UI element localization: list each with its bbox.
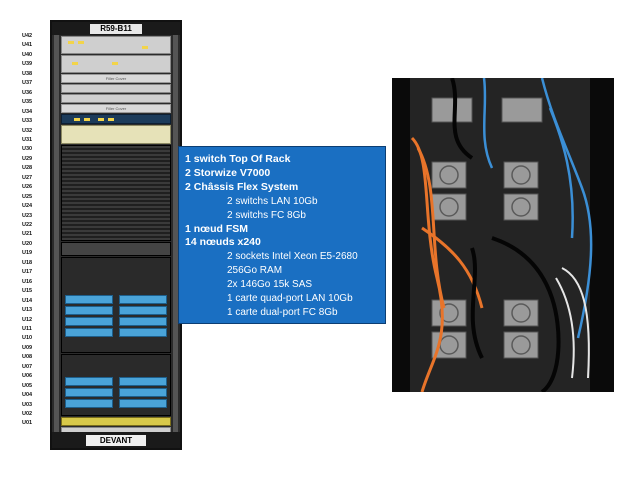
unit-label: U13	[22, 307, 33, 314]
unit-label: U31	[22, 136, 33, 143]
unit-label: U17	[22, 269, 33, 276]
spec-line: 2 Châssis Flex System	[185, 180, 299, 193]
filler-cover-1: Filler Cover	[61, 74, 171, 83]
flex-chassis-1-nodes	[61, 257, 171, 353]
unit-label: U12	[22, 316, 33, 323]
unit-label: U28	[22, 165, 33, 172]
unit-label: U09	[22, 344, 33, 351]
unit-label: U21	[22, 231, 33, 238]
spec-line: 2 switchs FC 8Gb	[227, 209, 306, 221]
filler-label-1: Filler Cover	[105, 76, 127, 81]
spec-line: 256Go RAM	[227, 265, 283, 277]
rack-bay: Filler Cover Filler Cover	[61, 36, 171, 434]
rack-switch-top	[61, 36, 171, 54]
unit-label: U18	[22, 259, 33, 266]
spec-line: 2 Storwize V7000	[185, 166, 271, 179]
unit-label: U22	[22, 222, 33, 228]
unit-label: U05	[22, 382, 33, 389]
unit-label: U38	[22, 70, 33, 77]
unit-label: U11	[22, 325, 32, 332]
spec-line: 2 sockets Intel Xeon E5-2680	[227, 251, 358, 263]
spec-line: 14 nœuds x240	[185, 236, 261, 249]
unit-label: U03	[22, 401, 33, 408]
unit-label: U30	[22, 146, 33, 153]
rack-bottom-bar: DEVANT	[52, 432, 180, 448]
unit-label: U27	[22, 174, 33, 181]
rack-device-u36	[61, 94, 171, 103]
unit-label: U10	[22, 335, 33, 342]
spec-line: 2 switchs LAN 10Gb	[227, 195, 318, 207]
spec-line: 1 nœud FSM	[185, 222, 248, 235]
unit-label: U19	[22, 250, 33, 257]
unit-label: U06	[22, 373, 33, 380]
unit-label: U07	[22, 363, 33, 370]
unit-label: U16	[22, 278, 33, 285]
unit-label: U08	[22, 354, 33, 361]
unit-label: U29	[22, 155, 33, 162]
unit-label: U20	[22, 240, 33, 247]
unit-label: U40	[22, 51, 33, 58]
storwize-v7000	[61, 125, 171, 144]
unit-label: U39	[22, 61, 33, 68]
fsm-node	[61, 242, 171, 256]
unit-label: U34	[22, 108, 33, 115]
rack-cabling-photo	[392, 78, 614, 392]
unit-label: U26	[22, 184, 33, 191]
flex-chassis-1-top	[61, 145, 171, 241]
unit-label: U35	[22, 99, 33, 106]
unit-label: U23	[22, 212, 33, 219]
unit-label: U02	[22, 411, 33, 417]
spec-line: 1 carte dual-port FC 8Gb	[227, 306, 338, 318]
spec-line: 1 carte quad-port LAN 10Gb	[227, 293, 353, 305]
rack-rail-left	[54, 35, 59, 432]
unit-label: U33	[22, 118, 33, 125]
unit-label: U04	[22, 392, 33, 399]
unit-label: U36	[22, 89, 33, 96]
rack-switch-second	[61, 55, 171, 73]
unit-label: U25	[22, 193, 33, 200]
rack-device-u02	[61, 417, 171, 426]
filler-cover-2: Filler Cover	[61, 104, 171, 113]
unit-label: U42	[22, 33, 33, 39]
top-of-rack-switch	[61, 114, 171, 124]
rack-frame: R59-B11 Filler Cover Filler Cover	[50, 20, 182, 450]
rack-device-u37	[61, 84, 171, 93]
unit-label: U37	[22, 80, 33, 87]
rack-front-label: DEVANT	[85, 434, 147, 446]
flex-chassis-2	[61, 354, 171, 416]
unit-label: U01	[22, 420, 33, 427]
spec-line: 1 switch Top Of Rack	[185, 153, 291, 165]
unit-label: U15	[22, 288, 33, 295]
rack-top-bar: R59-B11	[52, 22, 180, 35]
rack-title: R59-B11	[90, 23, 142, 34]
unit-label: U32	[22, 127, 33, 134]
spec-line: 2x 146Go 15k SAS	[227, 279, 313, 291]
unit-label: U14	[22, 297, 33, 304]
unit-label: U41	[22, 42, 33, 49]
filler-label-2: Filler Cover	[105, 106, 127, 111]
unit-label: U24	[22, 203, 33, 210]
rack-rail-right	[173, 35, 178, 432]
